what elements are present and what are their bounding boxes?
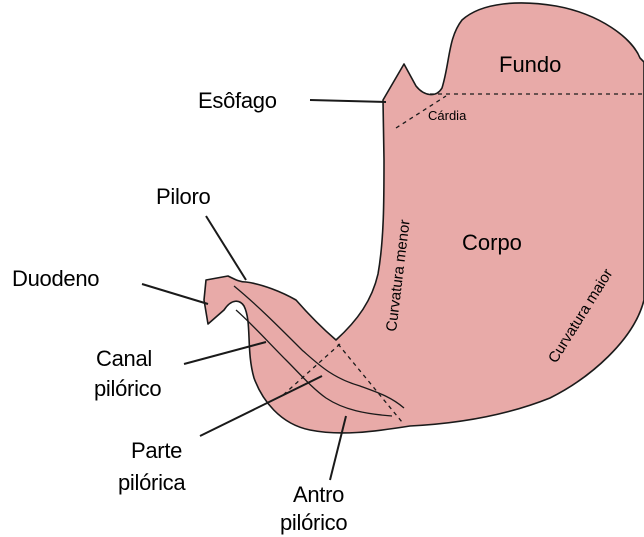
label-parte-pilorica-line1: Parte [131, 438, 182, 463]
piloro-leader-line [206, 216, 246, 280]
label-canal-pilorico-line2: pilórico [94, 376, 161, 401]
label-esofago: Esôfago [198, 88, 277, 113]
label-piloro: Piloro [156, 184, 211, 209]
label-corpo: Corpo [462, 230, 522, 255]
label-duodeno: Duodeno [12, 266, 99, 291]
label-antro-pilorico-line2: pilórico [280, 510, 347, 535]
duodeno-leader-line [142, 284, 208, 304]
label-canal-pilorico-line1: Canal [96, 346, 152, 371]
label-cardia: Cárdia [428, 108, 467, 123]
label-antro-pilorico-line1: Antro [293, 482, 344, 507]
stomach-shape [204, 3, 644, 433]
label-parte-pilorica-line2: pilórica [118, 470, 186, 495]
label-fundo: Fundo [499, 52, 561, 77]
esofago-leader-line [310, 100, 386, 102]
